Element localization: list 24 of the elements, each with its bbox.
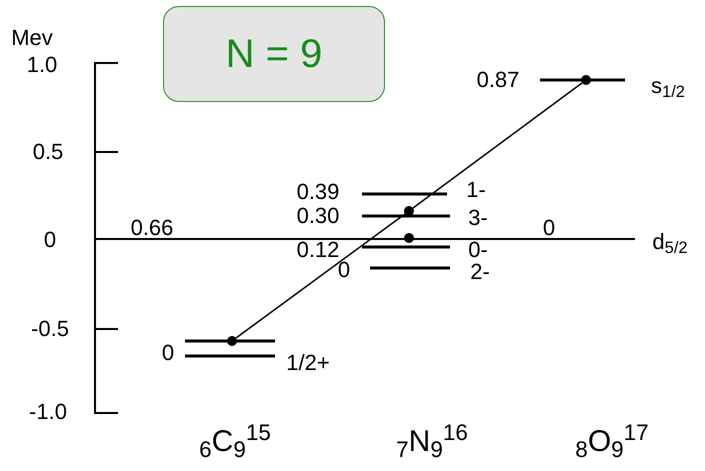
level-value: 0 <box>162 342 174 364</box>
level-spin: 3- <box>468 207 488 229</box>
level-spin: 0- <box>468 239 488 261</box>
level-value: 0.66 <box>130 217 174 239</box>
level-value: 0 <box>338 259 350 281</box>
connecting-line <box>412 82 582 209</box>
axis-unit: Mev <box>11 27 53 49</box>
tick-label: 0 <box>44 229 56 251</box>
level-value: 0.87 <box>476 69 520 91</box>
title-box: N = 9 <box>163 6 385 102</box>
level-value: 0.39 <box>296 181 340 203</box>
level-value: 0.12 <box>296 239 340 261</box>
tick-label: 0.5 <box>32 141 64 163</box>
level-spin: 1- <box>466 179 486 201</box>
level-term: s$_{1/2}$ <box>651 75 685 97</box>
tick-label: -0.5 <box>31 318 69 340</box>
level-spin: 2- <box>470 261 490 283</box>
tick-label: -1.0 <box>29 401 67 423</box>
level-term: d$_{5/2}$ <box>652 231 688 253</box>
connecting-line <box>236 213 406 339</box>
level-spin: 1/2+ <box>286 352 330 374</box>
level-value: 0 <box>542 217 556 239</box>
level-value: 0.30 <box>296 205 340 227</box>
tick-label: 1.0 <box>26 54 58 76</box>
